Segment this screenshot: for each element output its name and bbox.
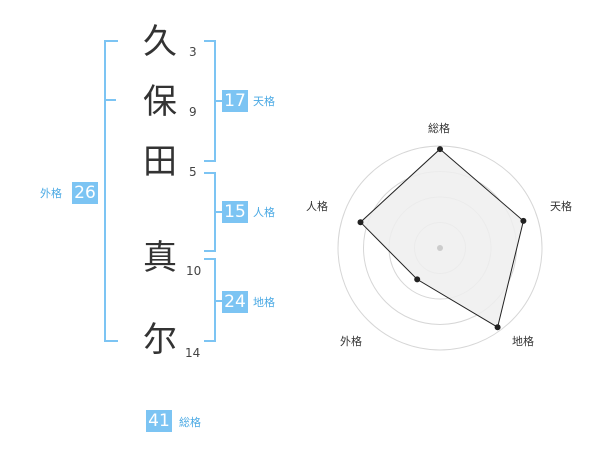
radar-axis-label-chikaku: 地格 (512, 335, 534, 348)
name-char-1: 久 (143, 22, 177, 62)
radar-center (437, 245, 443, 251)
soukaku-label: 総格 (179, 416, 201, 429)
jinkaku-value: 15 (222, 201, 248, 223)
radar-axis-label-tenkaku: 天格 (550, 200, 572, 213)
stroke-count-3: 5 (189, 165, 197, 179)
name-char-3: 田 (143, 142, 177, 182)
gaikaku-label: 外格 (40, 187, 62, 200)
tenkaku-value: 17 (222, 90, 248, 112)
jinkaku-label: 人格 (253, 206, 275, 219)
radar-point-1 (437, 146, 443, 153)
chikaku-bracket-tick (214, 300, 222, 302)
radar-axis-label-gaikaku: 外格 (340, 335, 362, 348)
soukaku-value: 41 (146, 410, 172, 432)
chikaku-label: 地格 (253, 296, 275, 309)
radar-axis-label-soukaku: 総格 (428, 122, 450, 135)
stroke-count-2: 9 (189, 105, 197, 119)
tenkaku-label: 天格 (253, 95, 275, 108)
gaikaku-bracket (104, 40, 118, 342)
radar-chart (337, 145, 543, 351)
stroke-count-1: 3 (189, 45, 197, 59)
stroke-count-4: 10 (186, 264, 202, 278)
radar-point-5 (357, 219, 364, 226)
radar-point-3 (494, 324, 501, 331)
radar-point-4 (414, 276, 421, 283)
gaikaku-bracket-tick (104, 99, 116, 101)
radar-axis-label-jinkaku: 人格 (306, 200, 328, 213)
name-char-5: 尔 (143, 320, 177, 360)
gaikaku-value: 26 (72, 182, 98, 204)
jinkaku-bracket-tick (214, 211, 222, 213)
stroke-count-5: 14 (185, 346, 201, 360)
name-char-4: 真 (143, 238, 177, 278)
name-char-2: 保 (143, 82, 177, 122)
chikaku-value: 24 (222, 291, 248, 313)
radar-point-2 (520, 217, 527, 224)
radar-ring-4 (337, 145, 543, 351)
tenkaku-bracket-tick (214, 100, 222, 102)
radar-area (359, 148, 524, 328)
